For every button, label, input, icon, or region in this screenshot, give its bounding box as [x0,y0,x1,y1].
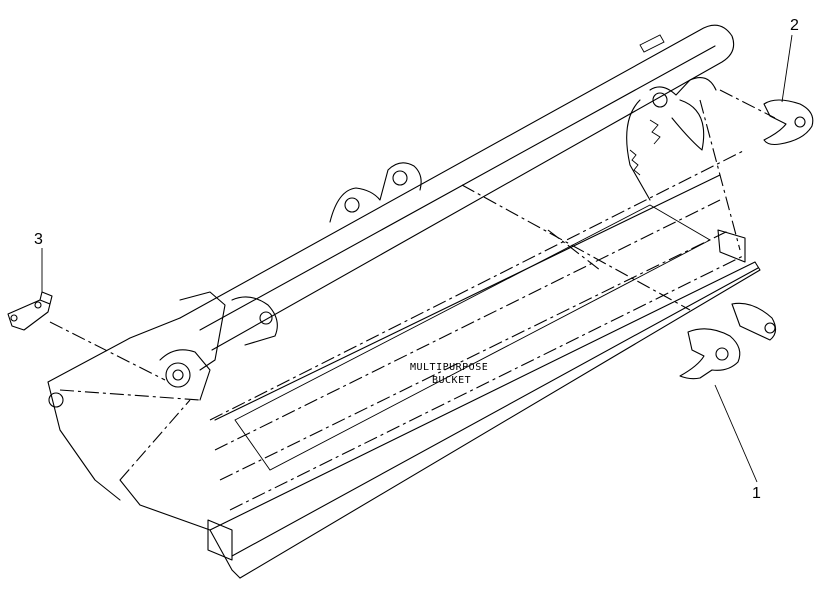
back-plate [47,317,181,383]
bucket-label: MULTIPURPOSE BUCKET [410,362,488,386]
part-1-plate-back [731,302,777,341]
right-side-plate [626,99,651,201]
center-lug-hole-1 [344,197,360,213]
part-3-bracket: 3 [7,231,166,381]
left-side-hole [48,392,64,408]
top-beam [179,24,735,351]
callout-1: 1 [752,485,761,502]
bucket-label-line-1: MULTIPURPOSE [410,362,488,373]
center-lug [329,162,422,223]
left-pivot [48,349,211,408]
bucket-body [47,24,761,579]
left-lug-hole [259,311,273,325]
part-3-hole-2 [10,314,18,322]
part-1-bracket: 1 [679,302,777,502]
upper-lugs [179,77,717,371]
cutting-edge [209,261,761,579]
part-2-plate [763,99,814,146]
part-1-hole [715,347,729,361]
right-lug [649,77,717,96]
part-3-hole-1 [34,301,42,309]
right-side-disc [671,99,705,151]
right-lug-hole [652,92,668,108]
part-1-plate-front [679,328,741,380]
part-2-bracket: 2 [719,17,814,146]
center-lug-hole-2 [392,170,408,186]
left-lug [231,296,278,346]
callout-2: 2 [790,17,799,34]
left-pivot-boss [165,362,191,388]
bucket-label-line-2: BUCKET [432,375,471,386]
part-2-hole [794,116,806,128]
left-side-plate [119,479,241,579]
callout-3: 3 [34,231,43,248]
